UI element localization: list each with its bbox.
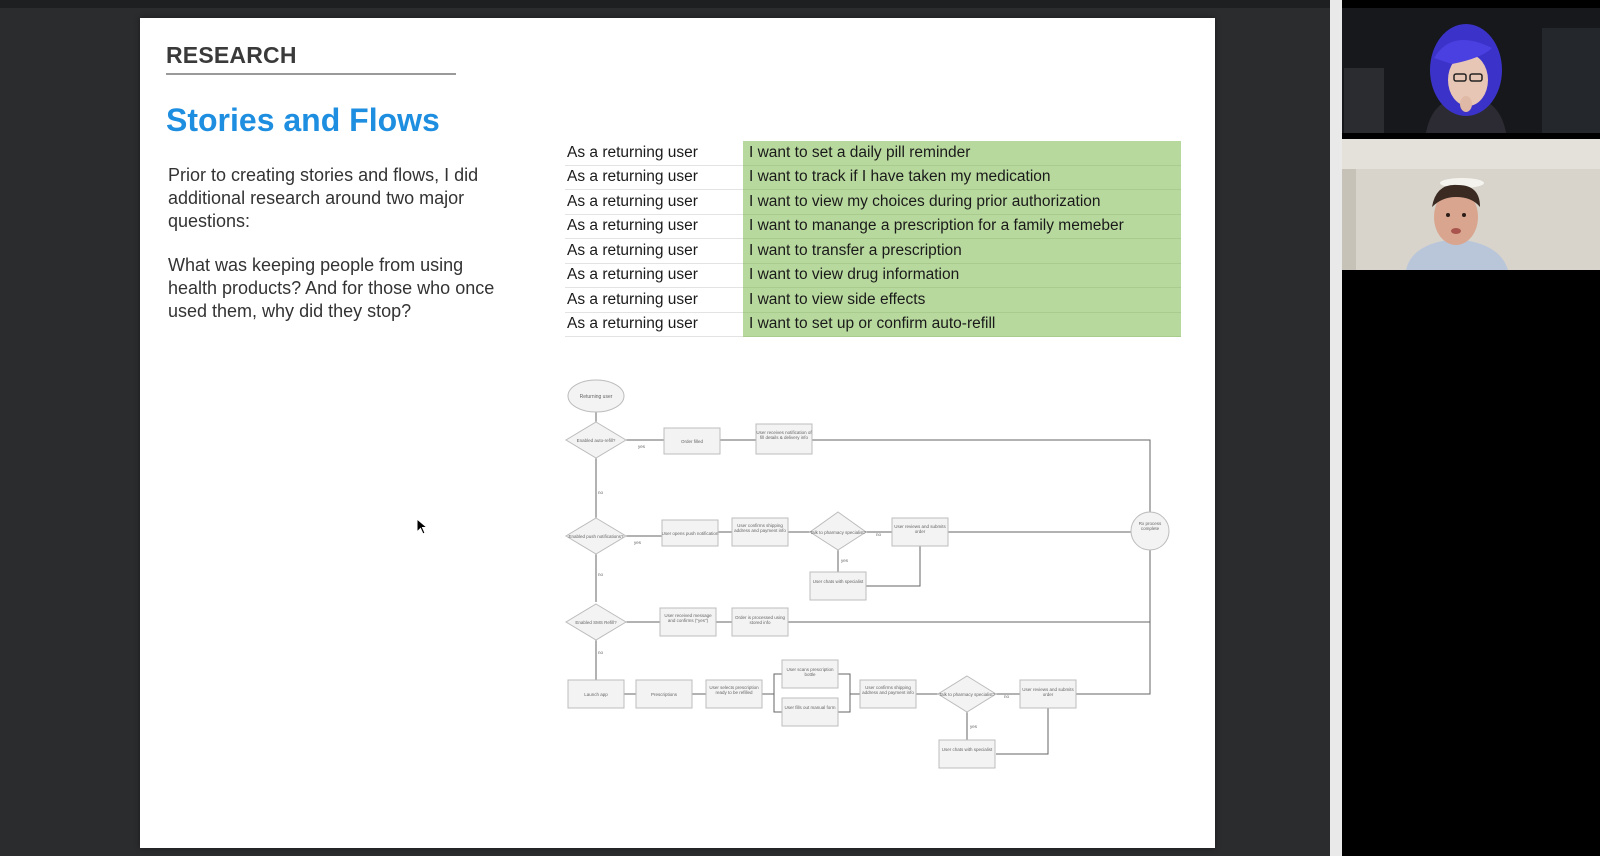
decision-label: Enabled SMS Refill? (575, 620, 617, 625)
participant-video-tile[interactable] (1342, 139, 1600, 270)
decision-label: Talk to pharmacy specialist? (810, 530, 867, 535)
story-want: I want to track if I have taken my medic… (743, 165, 1181, 190)
decision-auto-refill (565, 421, 627, 459)
flow-start-node (567, 379, 625, 413)
slide-title: Stories and Flows (166, 102, 440, 138)
participant-video-tile[interactable] (1342, 8, 1600, 133)
flow-box-label: Prescriptions (651, 692, 678, 697)
flow-box-label: User confirms shipping address and payme… (862, 685, 914, 695)
flow-box-label: User confirms shipping address and payme… (734, 523, 786, 533)
story-want: I want to set up or confirm auto-refill (743, 312, 1181, 337)
question-paragraph: What was keeping people from using healt… (168, 255, 495, 321)
story-want: I want to view side effects (743, 287, 1181, 313)
flow-start-label: Returning user (580, 394, 613, 400)
flow-box-label: User reviews and submits order (1022, 687, 1074, 697)
flow-box (1019, 679, 1077, 709)
flow-box-label: User scans prescription bottle (786, 667, 834, 677)
flow-box-label: User chats with specialist (941, 747, 993, 752)
top-bar (0, 0, 1600, 8)
intro-paragraph: Prior to creating stories and flows, I d… (168, 165, 479, 231)
flow-box-label: User chats with specialist (812, 579, 864, 584)
decision-label: Enabled auto-refill? (577, 438, 616, 443)
flow-box-label: User opens push notification (662, 531, 719, 536)
no-label: no (876, 532, 882, 537)
flow-box (567, 679, 625, 709)
panel-divider (1330, 0, 1342, 856)
story-role: As a returning user (565, 165, 743, 190)
decision-label: Enabled push notifications? (568, 534, 624, 539)
decision-push (565, 517, 627, 555)
decision-specialist (809, 511, 867, 551)
no-label: no (598, 490, 604, 495)
story-want: I want to manange a prescription for a f… (743, 214, 1181, 239)
story-want: I want to transfer a prescription (743, 238, 1181, 264)
flow-box (731, 517, 789, 547)
story-role: As a returning user (565, 189, 743, 215)
decision-label: Talk to pharmacy specialist? (939, 692, 996, 697)
flow-box (938, 739, 996, 769)
flow-box (781, 697, 839, 727)
yes-label: yes (970, 724, 978, 729)
story-role: As a returning user (565, 287, 743, 313)
flow-box (635, 679, 693, 709)
story-want: I want to set a daily pill reminder (743, 141, 1181, 166)
flow-edges (595, 410, 1151, 755)
flow-box-label: User received message and confirms ("yes… (664, 613, 712, 623)
story-want: I want to view my choices during prior a… (743, 189, 1181, 215)
yes-label: yes (841, 558, 849, 563)
flow-box (661, 519, 719, 547)
user-flow-diagram: Returning user Enabled auto-refill? Enab… (565, 379, 1170, 769)
flow-box-label: User receives notification of fill detai… (756, 430, 812, 440)
participant-panel (1342, 0, 1600, 856)
participant-video-woman-icon (1342, 8, 1600, 133)
story-role: As a returning user (565, 214, 743, 239)
story-role: As a returning user (565, 141, 743, 166)
participant-video-man-icon (1342, 139, 1600, 270)
yes-label: yes (638, 444, 646, 449)
story-role: As a returning user (565, 312, 743, 337)
flow-box-label: Order is processed using stored info (734, 615, 786, 625)
section-divider (166, 73, 456, 75)
flow-box (731, 607, 789, 637)
yes-label: yes (634, 540, 642, 545)
story-role: As a returning user (565, 263, 743, 288)
flow-box-label: Order filled (681, 439, 704, 444)
flow-box-label: User fills out manual form (784, 705, 836, 710)
flow-end-node (1130, 511, 1170, 551)
flow-box (809, 571, 867, 601)
flow-box-label: User selects prescription ready to be re… (709, 685, 759, 695)
flow-box (755, 423, 813, 455)
flow-box-label: Launch app (584, 692, 608, 697)
no-label: no (598, 572, 604, 577)
flow-box (859, 679, 917, 709)
flow-box (781, 659, 839, 689)
section-label: RESEARCH (166, 42, 297, 68)
flow-end-label: Rx process complete (1138, 521, 1162, 531)
flow-box (663, 427, 721, 455)
no-label: no (598, 650, 604, 655)
decision-specialist-2 (937, 675, 997, 713)
story-want: I want to view drug information (743, 263, 1181, 288)
flow-box (705, 679, 763, 709)
decision-sms (565, 603, 627, 641)
no-label: no (1004, 694, 1010, 699)
flow-box (659, 607, 717, 637)
mouse-cursor-icon (416, 518, 428, 535)
flow-box-label: User reviews and submits order (894, 524, 946, 534)
story-role: As a returning user (565, 238, 743, 264)
presentation-slide: RESEARCH Stories and Flows Prior to crea… (140, 18, 1215, 848)
flow-box (891, 517, 949, 547)
